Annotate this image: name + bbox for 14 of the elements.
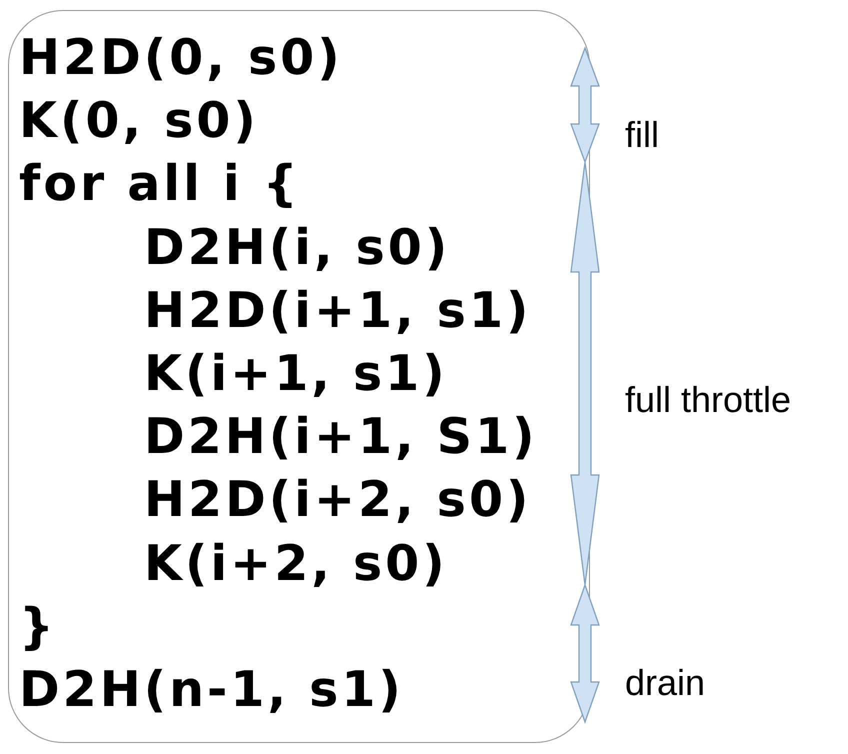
code-line: D2H(n-1, s1) — [19, 660, 404, 720]
code-line: H2D(i+1, s1) — [144, 280, 532, 341]
code-line: D2H(i, s0) — [144, 218, 450, 278]
range-label: full throttle — [625, 379, 792, 421]
code-line: D2H(i+1, S1) — [144, 407, 538, 468]
range-label: drain — [625, 662, 706, 704]
code-line: K(i+2, s0) — [144, 534, 448, 594]
code-line: } — [19, 596, 57, 657]
range-label: fill — [625, 114, 659, 156]
code-line: K(i+1, s1) — [144, 344, 448, 404]
code-line: K(0, s0) — [19, 91, 259, 152]
code-line: for all i { — [19, 154, 301, 214]
code-line: H2D(i+2, s0) — [144, 470, 532, 530]
code-line: H2D(0, s0) — [19, 28, 343, 88]
